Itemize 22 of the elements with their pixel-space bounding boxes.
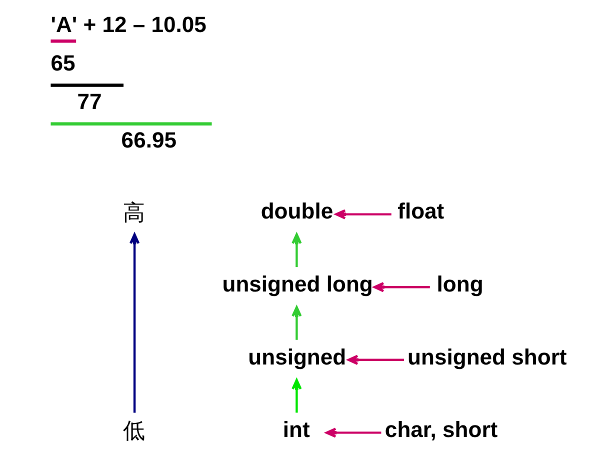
node-text: float bbox=[397, 198, 444, 224]
arrow bbox=[346, 354, 404, 365]
arrow bbox=[291, 378, 302, 413]
arrow bbox=[291, 233, 302, 268]
node-text: char, short bbox=[384, 417, 498, 442]
label: 'A' + 12 – 10.05 bbox=[50, 12, 206, 37]
arrow bbox=[325, 428, 381, 438]
arrow bbox=[291, 306, 302, 340]
arrow bbox=[372, 282, 430, 292]
node-text: 低 bbox=[122, 419, 144, 444]
node-text: unsigned long bbox=[222, 272, 372, 297]
node-text: int bbox=[282, 417, 310, 442]
node-text: unsigned short bbox=[407, 344, 566, 370]
node-text: 高 bbox=[122, 200, 144, 226]
node-text: unsigned bbox=[248, 344, 346, 370]
arrow bbox=[334, 209, 391, 220]
label: 66.95 bbox=[120, 128, 176, 153]
arrow bbox=[128, 233, 140, 413]
label: 65 bbox=[50, 50, 75, 76]
node-text: double bbox=[260, 198, 333, 224]
label: 77 bbox=[76, 88, 102, 114]
node-text: long bbox=[436, 272, 483, 297]
